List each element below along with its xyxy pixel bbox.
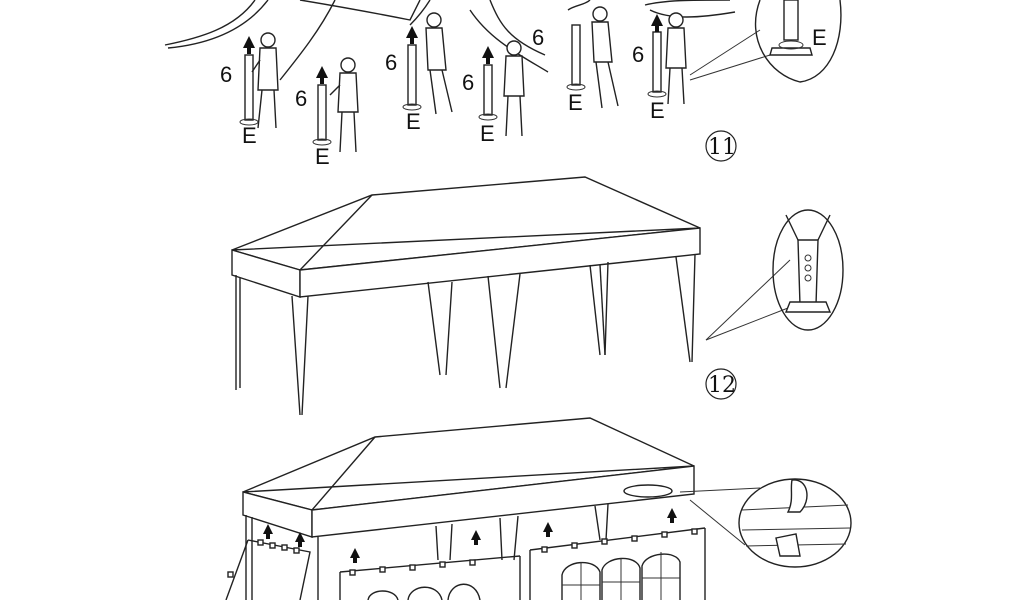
leg-pole xyxy=(239,36,259,126)
window xyxy=(561,561,601,600)
person-figure xyxy=(665,12,687,105)
window xyxy=(601,557,641,600)
height-label: 6 xyxy=(220,62,232,87)
height-label: 6 xyxy=(385,50,397,75)
base-label: E xyxy=(406,109,421,134)
leg-pole xyxy=(478,46,498,121)
person-figure xyxy=(251,32,279,129)
height-label: 6 xyxy=(632,42,644,67)
person-figure xyxy=(329,57,359,153)
velcro-strap-detail-callout xyxy=(679,478,852,568)
leg-pole xyxy=(566,24,586,91)
height-label: 6 xyxy=(532,25,544,50)
step-13-illustration xyxy=(225,417,852,600)
base-plate-detail-callout: E xyxy=(689,0,842,83)
step-number-12: 12 xyxy=(705,368,737,400)
person-figure xyxy=(591,6,619,109)
leg-lock-detail-callout xyxy=(705,209,844,341)
base-label: E xyxy=(480,121,495,146)
leg-pole xyxy=(402,26,422,111)
leg-pole xyxy=(312,66,332,146)
base-label: E xyxy=(315,144,330,169)
step-11-illustration: 6 6 6 6 6 6 E E E E E E E 11 xyxy=(164,0,842,169)
base-label: E xyxy=(650,98,665,123)
leg-pole xyxy=(647,14,667,98)
window xyxy=(641,552,681,600)
base-label: E xyxy=(242,123,257,148)
height-label: 6 xyxy=(295,86,307,111)
person-figure xyxy=(503,40,525,137)
person-figure xyxy=(425,12,453,115)
detail-label: E xyxy=(812,25,827,50)
base-label: E xyxy=(568,90,583,115)
svg-text:11: 11 xyxy=(708,135,736,160)
step-12-illustration: 12 xyxy=(231,176,844,416)
step-number-11: 11 xyxy=(705,130,737,162)
svg-text:12: 12 xyxy=(708,373,736,398)
height-label: 6 xyxy=(462,70,474,95)
